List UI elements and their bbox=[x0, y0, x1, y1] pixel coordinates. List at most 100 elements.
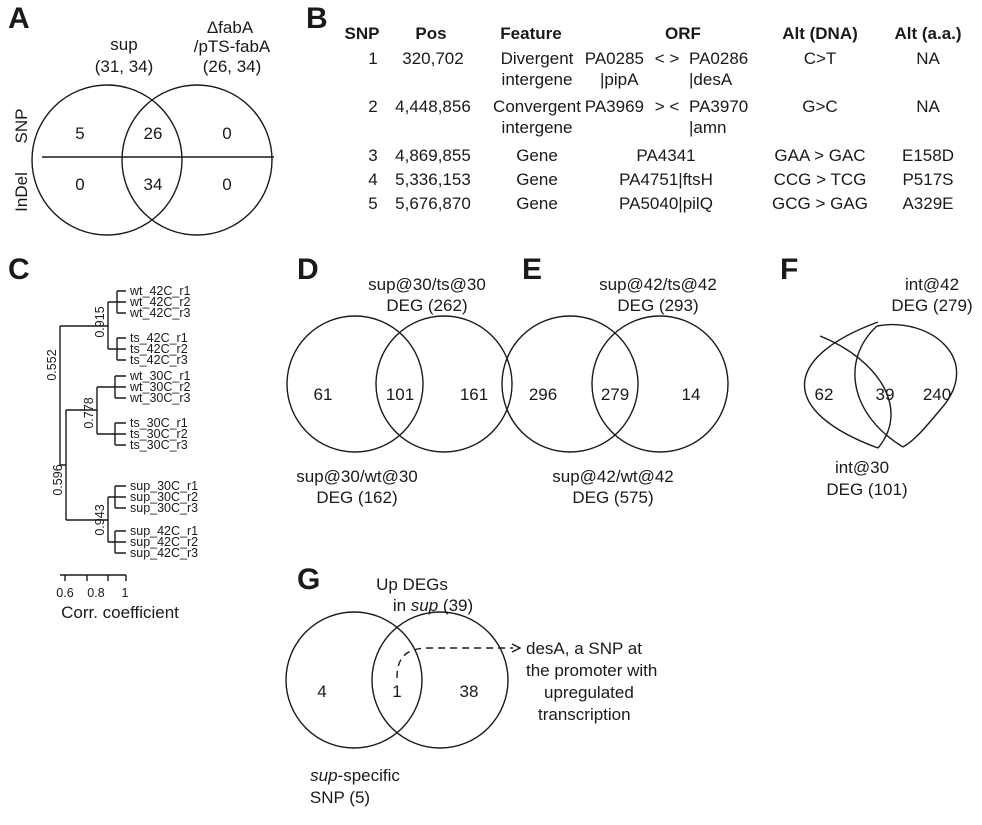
table-cell-orf-right: PA0286 bbox=[689, 49, 748, 68]
panel-f-top-label-2: DEG (279) bbox=[891, 296, 972, 315]
panel-a-set2-label-2: /pTS-fabA bbox=[194, 37, 271, 56]
table-cell-alt-dna: GCG > GAG bbox=[772, 194, 868, 213]
table-cell-pos: 5,336,153 bbox=[395, 170, 471, 189]
branch-ts42 bbox=[116, 337, 126, 361]
node-label: 0.596 bbox=[51, 464, 65, 495]
panel-label-b: B bbox=[306, 2, 328, 35]
panel-label-g: G bbox=[297, 563, 321, 596]
dendrogram-leaf-label: wt_30C_r1 bbox=[129, 369, 190, 383]
panel-g-shared: 1 bbox=[392, 682, 401, 701]
panel-f-right-only: 240 bbox=[923, 385, 951, 404]
branch-wt42 bbox=[116, 290, 126, 314]
table-cell-pos: 4,448,856 bbox=[395, 97, 471, 116]
panel-label-e: E bbox=[522, 253, 543, 286]
panel-label-c: C bbox=[8, 253, 30, 286]
branch-sup30 bbox=[114, 485, 126, 509]
axis-tick-label: 1 bbox=[122, 586, 129, 600]
table-header-alt-dna: Alt (DNA) bbox=[782, 24, 858, 43]
panel-a-row-indel: InDel bbox=[12, 172, 31, 212]
dendrogram-leaf-label: wt_30C_r3 bbox=[129, 391, 190, 405]
table-cell-alt-aa: E158D bbox=[902, 146, 954, 165]
panel-b-snp-table: SNP Pos Feature ORF Alt (DNA) Alt (a.a.)… bbox=[345, 24, 962, 213]
branch-sup-join bbox=[107, 496, 115, 543]
panel-f-bottom-label-1: int@30 bbox=[835, 458, 889, 477]
panel-d-top-label-2: DEG (262) bbox=[386, 296, 467, 315]
panel-e-circle-left bbox=[501, 315, 639, 453]
dendrogram-leaf-label: wt_42C_r3 bbox=[129, 306, 190, 320]
panel-label-a: A bbox=[8, 2, 30, 35]
branch-root bbox=[59, 325, 108, 466]
panel-d-bottom-label-2: DEG (162) bbox=[316, 488, 397, 507]
panel-e-venn: sup@42/ts@42 DEG (293) sup@42/wt@42 DEG … bbox=[501, 275, 729, 507]
panel-a-set2-counts: (26, 34) bbox=[203, 57, 262, 76]
axis-tick-label: 0.6 bbox=[56, 586, 73, 600]
panel-a-indel-only-fabA: 0 bbox=[222, 175, 231, 194]
dendrogram-leaf-labels: wt_42C_r1wt_42C_r2wt_42C_r3ts_42C_r1ts_4… bbox=[129, 284, 198, 560]
table-row: 3 4,869,855 Gene PA4341 GAA > GAC E158D bbox=[368, 146, 954, 165]
axis-title: Corr. coefficient bbox=[61, 603, 179, 622]
panel-g-circle-right bbox=[371, 611, 509, 749]
dendrogram-leaf-label: sup_30C_r3 bbox=[130, 501, 198, 515]
panel-f-left-only: 62 bbox=[815, 385, 834, 404]
panel-d-top-label-1: sup@30/ts@30 bbox=[368, 275, 486, 294]
table-cell-orf-right-2: |desA bbox=[689, 70, 733, 89]
table-cell-snp: 3 bbox=[368, 146, 377, 165]
panel-g-top-label-1: Up DEGs bbox=[376, 575, 448, 594]
panel-a-circle-fabA bbox=[121, 84, 273, 236]
table-cell-alt-dna: C>T bbox=[804, 49, 837, 68]
table-header-alt-aa: Alt (a.a.) bbox=[894, 24, 961, 43]
panel-g-bottom-label-2: SNP (5) bbox=[310, 788, 370, 807]
branch-wt30 bbox=[114, 375, 126, 399]
panel-d-circle-right bbox=[375, 315, 513, 453]
panel-f-venn: int@42 DEG (279) int@30 DEG (101) 62 39 … bbox=[804, 275, 973, 499]
dendrogram-leaf-label: ts_30C_r2 bbox=[130, 427, 188, 441]
table-cell-pos: 320,702 bbox=[402, 49, 463, 68]
dendrogram-leaf-label: wt_42C_r2 bbox=[129, 295, 190, 309]
dendrogram-leaf-label: wt_42C_r1 bbox=[129, 284, 190, 298]
panel-g-venn: Up DEGs in sup (39) sup-specific SNP (5)… bbox=[285, 575, 657, 807]
panel-g-callout-arrowhead bbox=[511, 643, 522, 653]
panel-d-bottom-label-1: sup@30/wt@30 bbox=[296, 467, 417, 486]
panel-g-annotation-2: the promoter with bbox=[526, 661, 657, 680]
node-label: 0.943 bbox=[93, 504, 107, 535]
table-row: 1 320,702 Divergent intergene PA0285 < >… bbox=[368, 49, 940, 89]
branch-42-join bbox=[107, 301, 117, 350]
table-cell-orf-right-2: |amn bbox=[689, 118, 727, 137]
panel-e-top-label-1: sup@42/ts@42 bbox=[599, 275, 717, 294]
table-cell-alt-dna: GAA > GAC bbox=[774, 146, 865, 165]
panel-f-right-arc-inner bbox=[854, 325, 904, 448]
table-cell-feature: Gene bbox=[516, 194, 558, 213]
panel-e-top-label-2: DEG (293) bbox=[617, 296, 698, 315]
table-header-snp: SNP bbox=[345, 24, 380, 43]
panel-d-venn: sup@30/ts@30 DEG (262) sup@30/wt@30 DEG … bbox=[286, 275, 513, 507]
dendrogram-leaf-label: ts_30C_r3 bbox=[130, 438, 188, 452]
table-cell-snp: 4 bbox=[368, 170, 377, 189]
panel-d-circle-left bbox=[286, 315, 424, 453]
node-label: 0.915 bbox=[93, 306, 107, 337]
table-cell-alt-aa: NA bbox=[916, 97, 940, 116]
panel-label-d: D bbox=[297, 253, 319, 286]
table-cell-alt-dna: CCG > TCG bbox=[774, 170, 867, 189]
dendrogram-leaf-label: sup_30C_r2 bbox=[130, 490, 198, 504]
panel-e-bottom-label-1: sup@42/wt@42 bbox=[552, 467, 673, 486]
table-header-feature: Feature bbox=[500, 24, 561, 43]
table-cell-feature: Gene bbox=[516, 170, 558, 189]
panel-a-indel-shared: 34 bbox=[144, 175, 163, 194]
panel-e-right-only: 14 bbox=[682, 385, 701, 404]
panel-g-left-only: 4 bbox=[317, 682, 326, 701]
panel-a-snp-only-fabA: 0 bbox=[222, 124, 231, 143]
panel-e-circle-right bbox=[591, 315, 729, 453]
table-row: 2 4,448,856 Convergent intergene PA3969 … bbox=[368, 97, 940, 137]
panel-g-circle-left bbox=[285, 611, 423, 749]
axis-tick-label: 0.8 bbox=[87, 586, 104, 600]
dendrogram-leaf-label: ts_42C_r2 bbox=[130, 342, 188, 356]
dendrogram-axis bbox=[60, 574, 127, 581]
node-label: 0.552 bbox=[45, 349, 59, 380]
table-cell-orf-right: PA3970 bbox=[689, 97, 748, 116]
panel-a-snp-only-sup: 5 bbox=[75, 124, 84, 143]
panel-a-row-snp: SNP bbox=[12, 109, 31, 144]
panel-g-annotation-1: desA, a SNP at bbox=[526, 639, 642, 658]
panel-f-shared: 39 bbox=[876, 385, 895, 404]
dendrogram-leaf-label: sup_42C_r2 bbox=[130, 535, 198, 549]
